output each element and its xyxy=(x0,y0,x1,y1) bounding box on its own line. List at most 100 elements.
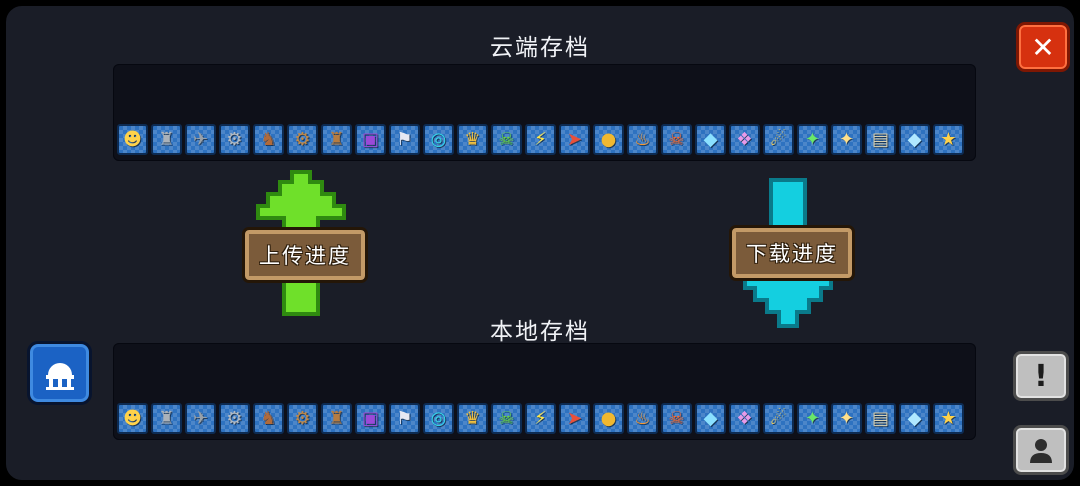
scroll-icon: ▤ xyxy=(871,407,889,429)
close-icon: ✕ xyxy=(1031,30,1055,64)
face-icon: ☻ xyxy=(123,407,142,429)
exclamation-icon: ! xyxy=(1034,358,1048,394)
cloud-save-title: 云端存档 xyxy=(490,35,590,61)
item-flag: ⚑ xyxy=(389,403,420,434)
item-truck: ♜ xyxy=(321,403,352,434)
close-button[interactable]: ✕ xyxy=(1016,22,1070,72)
monster-icon: ☠ xyxy=(498,128,515,150)
cloud-item-row: ☻ ♜ ✈ ⚙ ♞ ⚙ ♜ ▣ ⚑ ◎ ♛ ☠ ⚡➤ ● ♨ ☠ ◆ ❖ ☄ ✦ ✦ ▤ ◆ ★ xyxy=(117,124,972,155)
item-orb: ● xyxy=(593,403,624,434)
item-scroll: ▤ xyxy=(865,403,896,434)
crate-icon: ▣ xyxy=(361,407,379,429)
person-icon xyxy=(1030,439,1052,463)
item-orb: ● xyxy=(593,124,624,155)
item-shard: ◆ xyxy=(899,124,930,155)
item-rover: ♞ xyxy=(253,403,284,434)
orb-icon: ● xyxy=(600,128,617,150)
monster-icon: ☠ xyxy=(498,407,515,429)
alert-button[interactable]: ! xyxy=(1013,351,1069,401)
staff-icon: ☄ xyxy=(770,128,787,150)
relic-icon: ★ xyxy=(940,407,957,429)
item-portal: ◎ xyxy=(423,403,454,434)
diamond-icon: ◆ xyxy=(703,128,718,150)
lightning-icon: ⚡ xyxy=(534,407,547,429)
trophy-icon: ♛ xyxy=(464,407,481,429)
item-portal: ◎ xyxy=(423,124,454,155)
mech-icon: ⚙ xyxy=(226,407,243,429)
item-warship: ✈ xyxy=(185,124,216,155)
potion-icon: ✦ xyxy=(804,407,821,429)
item-diamond: ◆ xyxy=(695,124,726,155)
truck-icon: ♜ xyxy=(328,407,345,429)
local-save-panel: ☻ ♜ ✈ ⚙ ♞ ⚙ ♜ ▣ ⚑ ◎ ♛ ☠ ⚡ ➤ ● ♨ ☠ ◆ ❖ ☄ ✦ ✦ ▤ ◆ ★ xyxy=(113,343,976,440)
item-flame: ♨ xyxy=(627,124,658,155)
truck-icon: ♜ xyxy=(328,128,345,150)
item-lightning: ⚡ xyxy=(525,403,556,434)
item-face: ☻ xyxy=(117,124,148,155)
diamond-icon: ◆ xyxy=(703,407,718,429)
item-flame: ♨ xyxy=(627,403,658,434)
item-crystal: ❖ xyxy=(729,124,760,155)
orb-icon: ● xyxy=(600,407,617,429)
item-flag: ⚑ xyxy=(389,124,420,155)
tank-icon: ♜ xyxy=(158,128,175,150)
item-crystal: ❖ xyxy=(729,403,760,434)
item-gem: ✦ xyxy=(831,403,862,434)
item-staff: ☄ xyxy=(763,403,794,434)
local-item-row: ☻ ♜ ✈ ⚙ ♞ ⚙ ♜ ▣ ⚑ ◎ ♛ ☠ ⚡ ➤ ● ♨ ☠ ◆ ❖ ☄ ✦ ✦ ▤ ◆ ★ xyxy=(117,403,972,434)
upload-progress-button[interactable]: 上传进度 xyxy=(242,227,368,283)
profile-button[interactable] xyxy=(1013,425,1069,475)
gem-icon: ✦ xyxy=(838,128,855,150)
item-rocket: ➤ xyxy=(559,124,590,155)
potion-icon: ✦ xyxy=(804,128,821,150)
rover-icon: ♞ xyxy=(260,128,277,150)
observatory-icon xyxy=(45,363,74,390)
flag-icon: ⚑ xyxy=(396,128,413,150)
item-potion: ✦ xyxy=(797,124,828,155)
demon-icon: ☠ xyxy=(668,407,685,429)
item-rocket: ➤ xyxy=(559,403,590,434)
flame-icon: ♨ xyxy=(634,407,651,429)
item-warship: ✈ xyxy=(185,403,216,434)
local-save-title: 本地存档 xyxy=(490,319,590,345)
flag-icon: ⚑ xyxy=(396,407,413,429)
item-relic: ★ xyxy=(933,124,964,155)
download-progress-button[interactable]: 下载进度 xyxy=(729,225,855,281)
item-staff: ☄ xyxy=(763,124,794,155)
item-monster: ☠ xyxy=(491,124,522,155)
flame-icon: ♨ xyxy=(634,128,651,150)
item-face: ☻ xyxy=(117,403,148,434)
harvester-icon: ⚙ xyxy=(294,407,311,429)
staff-icon: ☄ xyxy=(770,407,787,429)
cloud-save-panel: ☻ ♜ ✈ ⚙ ♞ ⚙ ♜ ▣ ⚑ ◎ ♛ ☠ ⚡➤ ● ♨ ☠ ◆ ❖ ☄ ✦ ✦ ▤ ◆ ★ xyxy=(113,64,976,161)
item-demon: ☠ xyxy=(661,403,692,434)
item-crate: ▣ xyxy=(355,403,386,434)
item-trophy: ♛ xyxy=(457,124,488,155)
rover-icon: ♞ xyxy=(260,407,277,429)
mech-icon: ⚙ xyxy=(226,128,243,150)
tank-icon: ♜ xyxy=(158,407,175,429)
item-rover: ♞ xyxy=(253,124,284,155)
item-gem: ✦ xyxy=(831,124,862,155)
item-truck: ♜ xyxy=(321,124,352,155)
trophy-icon: ♛ xyxy=(464,128,481,150)
item-crate: ▣ xyxy=(355,124,386,155)
item-mech: ⚙ xyxy=(219,124,250,155)
shard-icon: ◆ xyxy=(907,128,922,150)
home-button[interactable] xyxy=(27,341,92,405)
relic-icon: ★ xyxy=(940,128,957,150)
portal-icon: ◎ xyxy=(430,128,447,150)
item-potion: ✦ xyxy=(797,403,828,434)
shard-icon: ◆ xyxy=(907,407,922,429)
item-harvester: ⚙ xyxy=(287,124,318,155)
item-lightning: ⚡ xyxy=(525,124,556,155)
warship-icon: ✈ xyxy=(192,407,209,429)
crate-icon: ▣ xyxy=(361,128,379,150)
scroll-icon: ▤ xyxy=(871,128,889,150)
demon-icon: ☠ xyxy=(668,128,685,150)
crystal-icon: ❖ xyxy=(736,407,753,429)
warship-icon: ✈ xyxy=(192,128,209,150)
rocket-icon: ➤ xyxy=(566,407,583,429)
item-harvester: ⚙ xyxy=(287,403,318,434)
